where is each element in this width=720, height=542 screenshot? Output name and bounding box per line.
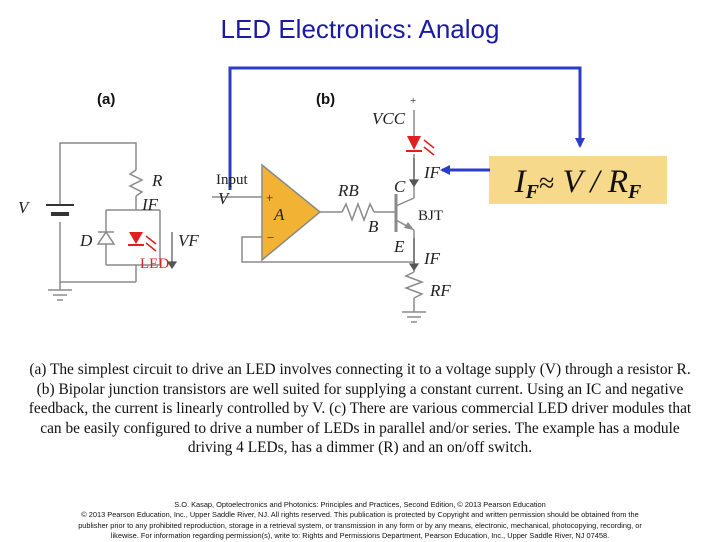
label-bjt: BJT	[418, 208, 443, 224]
label-c: C	[394, 177, 406, 196]
formula-sub-f: F	[525, 181, 539, 203]
label-vcc: VCC	[372, 109, 406, 128]
formula-slash: /	[590, 164, 600, 200]
page-title: LED Electronics: Analog	[220, 14, 500, 44]
panel-b-circuit	[212, 110, 426, 323]
opamp-plus: +	[266, 190, 273, 205]
label-vf: VF	[178, 231, 199, 250]
label-plus: +	[410, 95, 416, 107]
opamp-minus: −	[267, 230, 274, 245]
panel-a-label: (a)	[97, 91, 115, 108]
label-if-c: IF	[423, 249, 441, 268]
blue-arrow	[228, 66, 585, 190]
formula-background	[489, 156, 667, 204]
label-e: E	[393, 237, 405, 256]
label-v-in: V	[218, 189, 231, 208]
footer-line: © 2013 Pearson Education, Inc., Upper Sa…	[81, 510, 639, 520]
led-a-icon	[128, 232, 157, 252]
formula-approx: ≈	[538, 168, 555, 199]
label-input: Input	[216, 172, 248, 188]
led-b-icon	[406, 136, 435, 156]
label-a: A	[273, 205, 285, 224]
label-rb: RB	[337, 181, 359, 200]
label-v: V	[18, 198, 31, 217]
label-if-a: IF	[141, 195, 159, 214]
vf-arrow-icon	[166, 232, 178, 270]
diode-d-icon	[96, 230, 116, 245]
battery-icon	[46, 204, 74, 216]
panel-b-label: (b)	[316, 91, 335, 108]
formula-r: R	[599, 164, 629, 200]
label-led: LED	[140, 256, 169, 272]
formula: IF≈ V / RF	[489, 158, 667, 206]
footer-line: S.O. Kasap, Optoelectronics and Photonic…	[174, 500, 546, 509]
label-d: D	[79, 231, 93, 250]
resistor-r	[128, 169, 144, 197]
label-b: B	[368, 217, 379, 236]
formula-i: I	[514, 164, 526, 200]
copyright-footer: S.O. Kasap, Optoelectronics and Photonic…	[20, 500, 700, 542]
label-rf: RF	[429, 281, 451, 300]
bjt-emitter-arrow-icon	[404, 222, 414, 230]
panel-a-circuit	[48, 142, 161, 301]
current-arrows-icon	[408, 158, 420, 272]
resistor-rf	[403, 271, 425, 299]
label-r: R	[151, 171, 163, 190]
caption: (a) The simplest circuit to drive an LED…	[28, 361, 692, 456]
formula-sub-f2: F	[628, 181, 642, 203]
footer-line: publisher prior to any prohibited reprod…	[78, 520, 642, 530]
footer-line: likewise. For information regarding perm…	[110, 531, 610, 541]
formula-v: V	[554, 164, 591, 200]
resistor-rb	[341, 201, 375, 223]
label-if-b: IF	[423, 163, 441, 182]
